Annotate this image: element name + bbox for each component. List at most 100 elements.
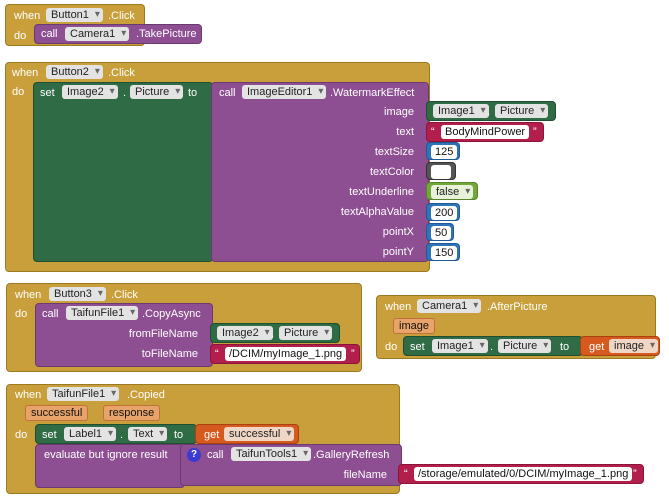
do-keyword: do [385,341,398,353]
event-param-response[interactable]: response [103,405,161,421]
set-image1-picture-block[interactable]: set Image1 . Picture to [403,336,583,356]
do-keyword: do [12,86,25,98]
param-pointx-label: pointX [382,226,414,238]
quote-open: “ [215,348,219,360]
component-dropdown[interactable]: ImageEditor1 [242,85,327,99]
method-name: .CopyAsync [142,308,201,320]
get-keyword: get [204,429,220,441]
text-value-field[interactable]: /storage/emulated/0/DCIM/myImage_1.png [414,467,633,481]
when-keyword: when [385,301,412,313]
dot: . [487,106,491,118]
method-name: .WatermarkEffect [330,87,415,99]
set-keyword: set [410,341,425,353]
evaluate-label: evaluate but ignore result [44,449,168,461]
text-value-field[interactable]: /DCIM/myImage_1.png [225,347,347,361]
property-dropdown[interactable]: Picture [498,339,552,353]
tofilename-string-block[interactable]: “ /DCIM/myImage_1.png ” [210,344,360,364]
number-field[interactable]: 125 [431,145,458,159]
do-keyword: do [15,429,28,441]
when-keyword: when [14,10,41,22]
textcolor-color-block[interactable] [426,162,456,180]
event-param-successful[interactable]: successful [25,405,89,421]
to-keyword: to [188,87,198,99]
to-keyword: to [174,429,184,441]
component-dropdown[interactable]: Image2 [62,85,118,99]
image1-picture-getter[interactable]: Image1 . Picture [426,101,556,121]
dot: . [120,429,124,441]
get-image-block[interactable]: get image [580,336,660,356]
component-dropdown[interactable]: Image1 [433,104,489,118]
text-string-block[interactable]: “ BodyMindPower ” [426,122,544,142]
number-field[interactable]: 50 [431,226,452,240]
component-dropdown[interactable]: Button2 [46,65,103,79]
set-label1-text-block[interactable]: set Label1 . Text to [35,424,197,444]
filename-string-block[interactable]: “ /storage/emulated/0/DCIM/myImage_1.png… [398,464,644,484]
to-keyword: to [560,341,570,353]
get-successful-block[interactable]: get successful [195,424,299,444]
dot: . [123,87,127,99]
quote-close: ” [533,126,537,138]
alpha-number-block[interactable]: 200 [426,203,460,221]
image2-picture-getter[interactable]: Image2 . Picture [210,323,340,343]
property-dropdown[interactable]: Picture [130,85,184,99]
method-name: .TakePicture [136,28,197,40]
component-dropdown[interactable]: TaifunFile1 [47,387,120,401]
component-dropdown[interactable]: Image2 [217,326,273,340]
param-textalpha-label: textAlphaValue [340,206,414,218]
set-keyword: set [40,87,55,99]
component-dropdown[interactable]: Camera1 [417,299,482,313]
pointx-number-block[interactable]: 50 [426,223,454,241]
number-field[interactable]: 150 [431,246,458,260]
param-tofilename-label: toFileName [141,348,198,360]
property-dropdown[interactable]: Picture [279,326,333,340]
component-dropdown[interactable]: Label1 [64,427,117,441]
textunderline-bool-block[interactable]: false [426,182,478,200]
component-dropdown[interactable]: Button3 [49,287,106,301]
component-dropdown[interactable]: Camera1 [65,27,130,41]
help-icon[interactable]: ? [187,448,201,462]
call-keyword: call [219,87,236,99]
event-name: .Click [111,289,138,301]
property-dropdown[interactable]: Text [128,427,168,441]
component-dropdown[interactable]: Button1 [46,8,103,22]
call-camera-takepicture-block[interactable]: call Camera1 .TakePicture [34,24,202,44]
param-filename-label: fileName [343,469,387,481]
call-imageeditor-watermark-block[interactable]: call ImageEditor1 .WatermarkEffect image… [211,82,429,262]
call-keyword: call [207,449,224,461]
textsize-number-block[interactable]: 125 [426,142,460,160]
param-image-label: image [384,106,414,118]
event-param-image[interactable]: image [393,318,435,334]
call-taifunfile-copyasync-block[interactable]: call TaifunFile1 .CopyAsync fromFileName… [35,303,213,367]
property-dropdown[interactable]: Picture [495,104,549,118]
component-dropdown[interactable]: Image1 [432,339,488,353]
variable-dropdown[interactable]: successful [224,427,295,441]
quote-close: ” [351,348,355,360]
method-name: .GalleryRefresh [313,449,390,461]
param-textsize-label: textSize [374,146,414,158]
text-value-field[interactable]: BodyMindPower [441,125,530,139]
component-dropdown[interactable]: TaifunFile1 [66,306,139,320]
param-pointy-label: pointY [382,246,414,258]
do-keyword: do [15,308,28,320]
number-field[interactable]: 200 [431,206,458,220]
event-name: .Click [108,67,135,79]
bool-dropdown[interactable]: false [431,185,474,199]
component-dropdown[interactable]: TaifunTools1 [231,447,312,461]
evaluate-ignore-block[interactable]: evaluate but ignore result [35,444,185,488]
param-textunderline-label: textUnderline [349,186,414,198]
set-image2-picture-block[interactable]: set Image2 . Picture to [33,82,213,262]
color-swatch[interactable] [431,165,451,179]
variable-dropdown[interactable]: image [609,339,658,353]
pointy-number-block[interactable]: 150 [426,243,460,261]
set-keyword: set [42,429,57,441]
quote-open: “ [431,126,435,138]
when-keyword: when [15,289,42,301]
quote-close: ” [633,468,637,480]
param-textcolor-label: textColor [369,166,414,178]
param-fromfilename-label: fromFileName [128,328,198,340]
call-keyword: call [42,308,59,320]
call-taifuntools-galleryrefresh-block[interactable]: ? call TaifunTools1 .GalleryRefresh file… [180,444,402,486]
do-keyword: do [14,30,27,42]
event-name: .AfterPicture [487,301,548,313]
get-keyword: get [589,341,605,353]
